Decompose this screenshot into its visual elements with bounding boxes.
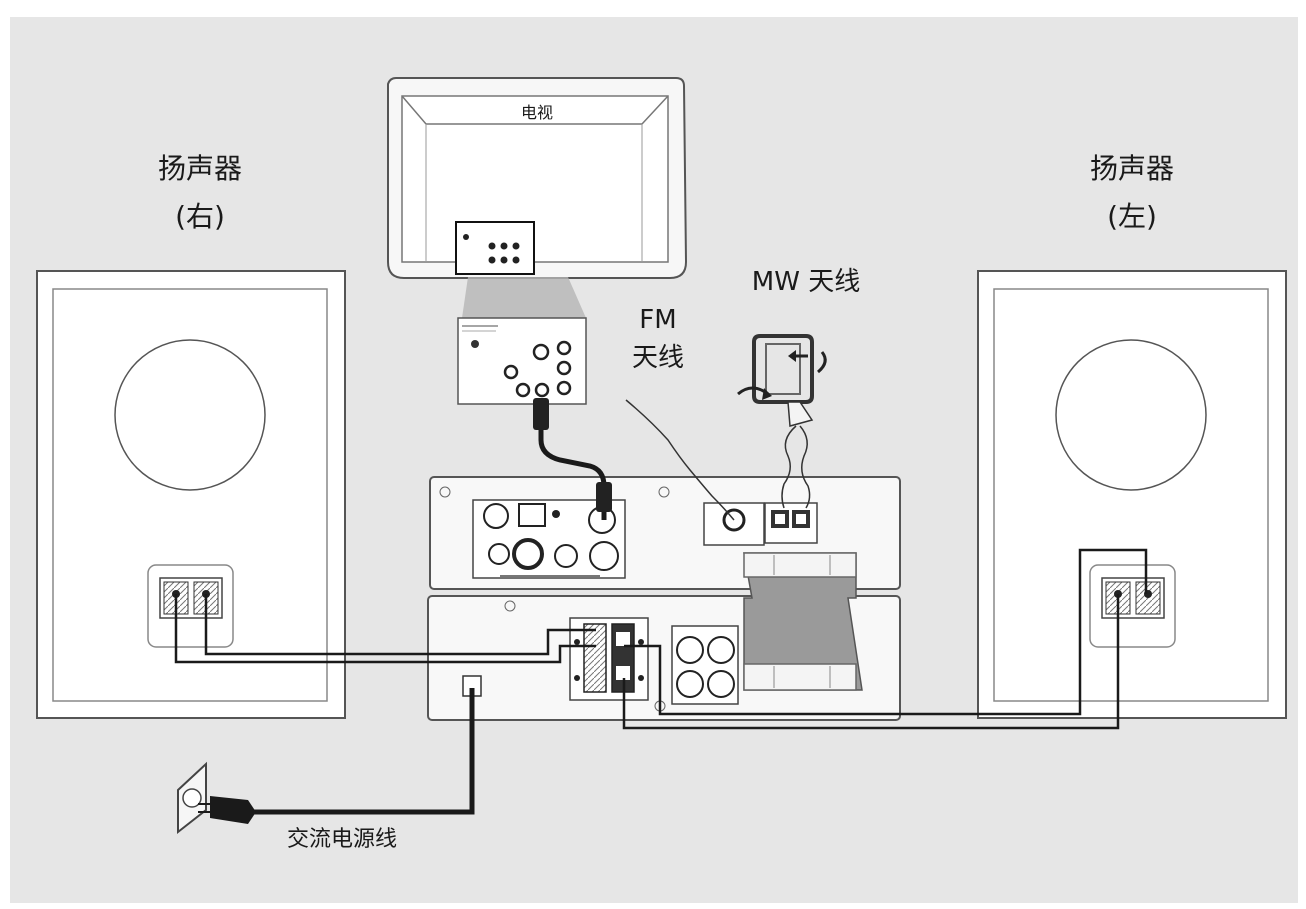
speaker-wire-right-a bbox=[174, 594, 596, 664]
video-plug-top bbox=[533, 398, 549, 430]
fm-antenna-label: FM bbox=[639, 305, 676, 335]
tv: 电视 bbox=[387, 77, 688, 279]
speaker-left-label: 扬声器 bbox=[1090, 152, 1174, 185]
tv-rear-zoom-panel bbox=[457, 317, 587, 405]
loop-antenna-icon bbox=[752, 334, 814, 509]
ac-power-cord bbox=[252, 688, 475, 815]
speaker-wire-left-b bbox=[624, 548, 1148, 716]
speaker-right bbox=[36, 270, 346, 719]
tv-rear-jack-panel bbox=[455, 221, 535, 275]
video-cable bbox=[538, 398, 607, 520]
fm-antenna-sublabel: 天线 bbox=[632, 343, 684, 373]
speaker-left-sublabel: (左) bbox=[1107, 200, 1157, 233]
speaker-right-woofer bbox=[114, 339, 266, 491]
tv-label: 电视 bbox=[521, 103, 553, 122]
video-plug-bottom bbox=[596, 482, 612, 512]
flat-ribbon-cable bbox=[743, 552, 863, 691]
speaker-right-label: 扬声器 bbox=[158, 152, 242, 185]
wall-socket-icon bbox=[177, 761, 207, 835]
fm-antenna-wire bbox=[625, 399, 735, 521]
speaker-left-woofer bbox=[1055, 339, 1207, 491]
speaker-wire-right-b bbox=[204, 594, 596, 656]
speaker-left bbox=[977, 270, 1287, 719]
speaker-wire-left-a bbox=[622, 594, 1120, 730]
zoom-wedge bbox=[462, 277, 586, 318]
mw-antenna-label: MW 天线 bbox=[752, 267, 860, 297]
ac-cord-label: 交流电源线 bbox=[287, 827, 397, 852]
amp-speaker-terminals bbox=[569, 617, 649, 701]
speaker-right-sublabel: (右) bbox=[175, 200, 225, 233]
power-plug-icon bbox=[198, 796, 256, 824]
